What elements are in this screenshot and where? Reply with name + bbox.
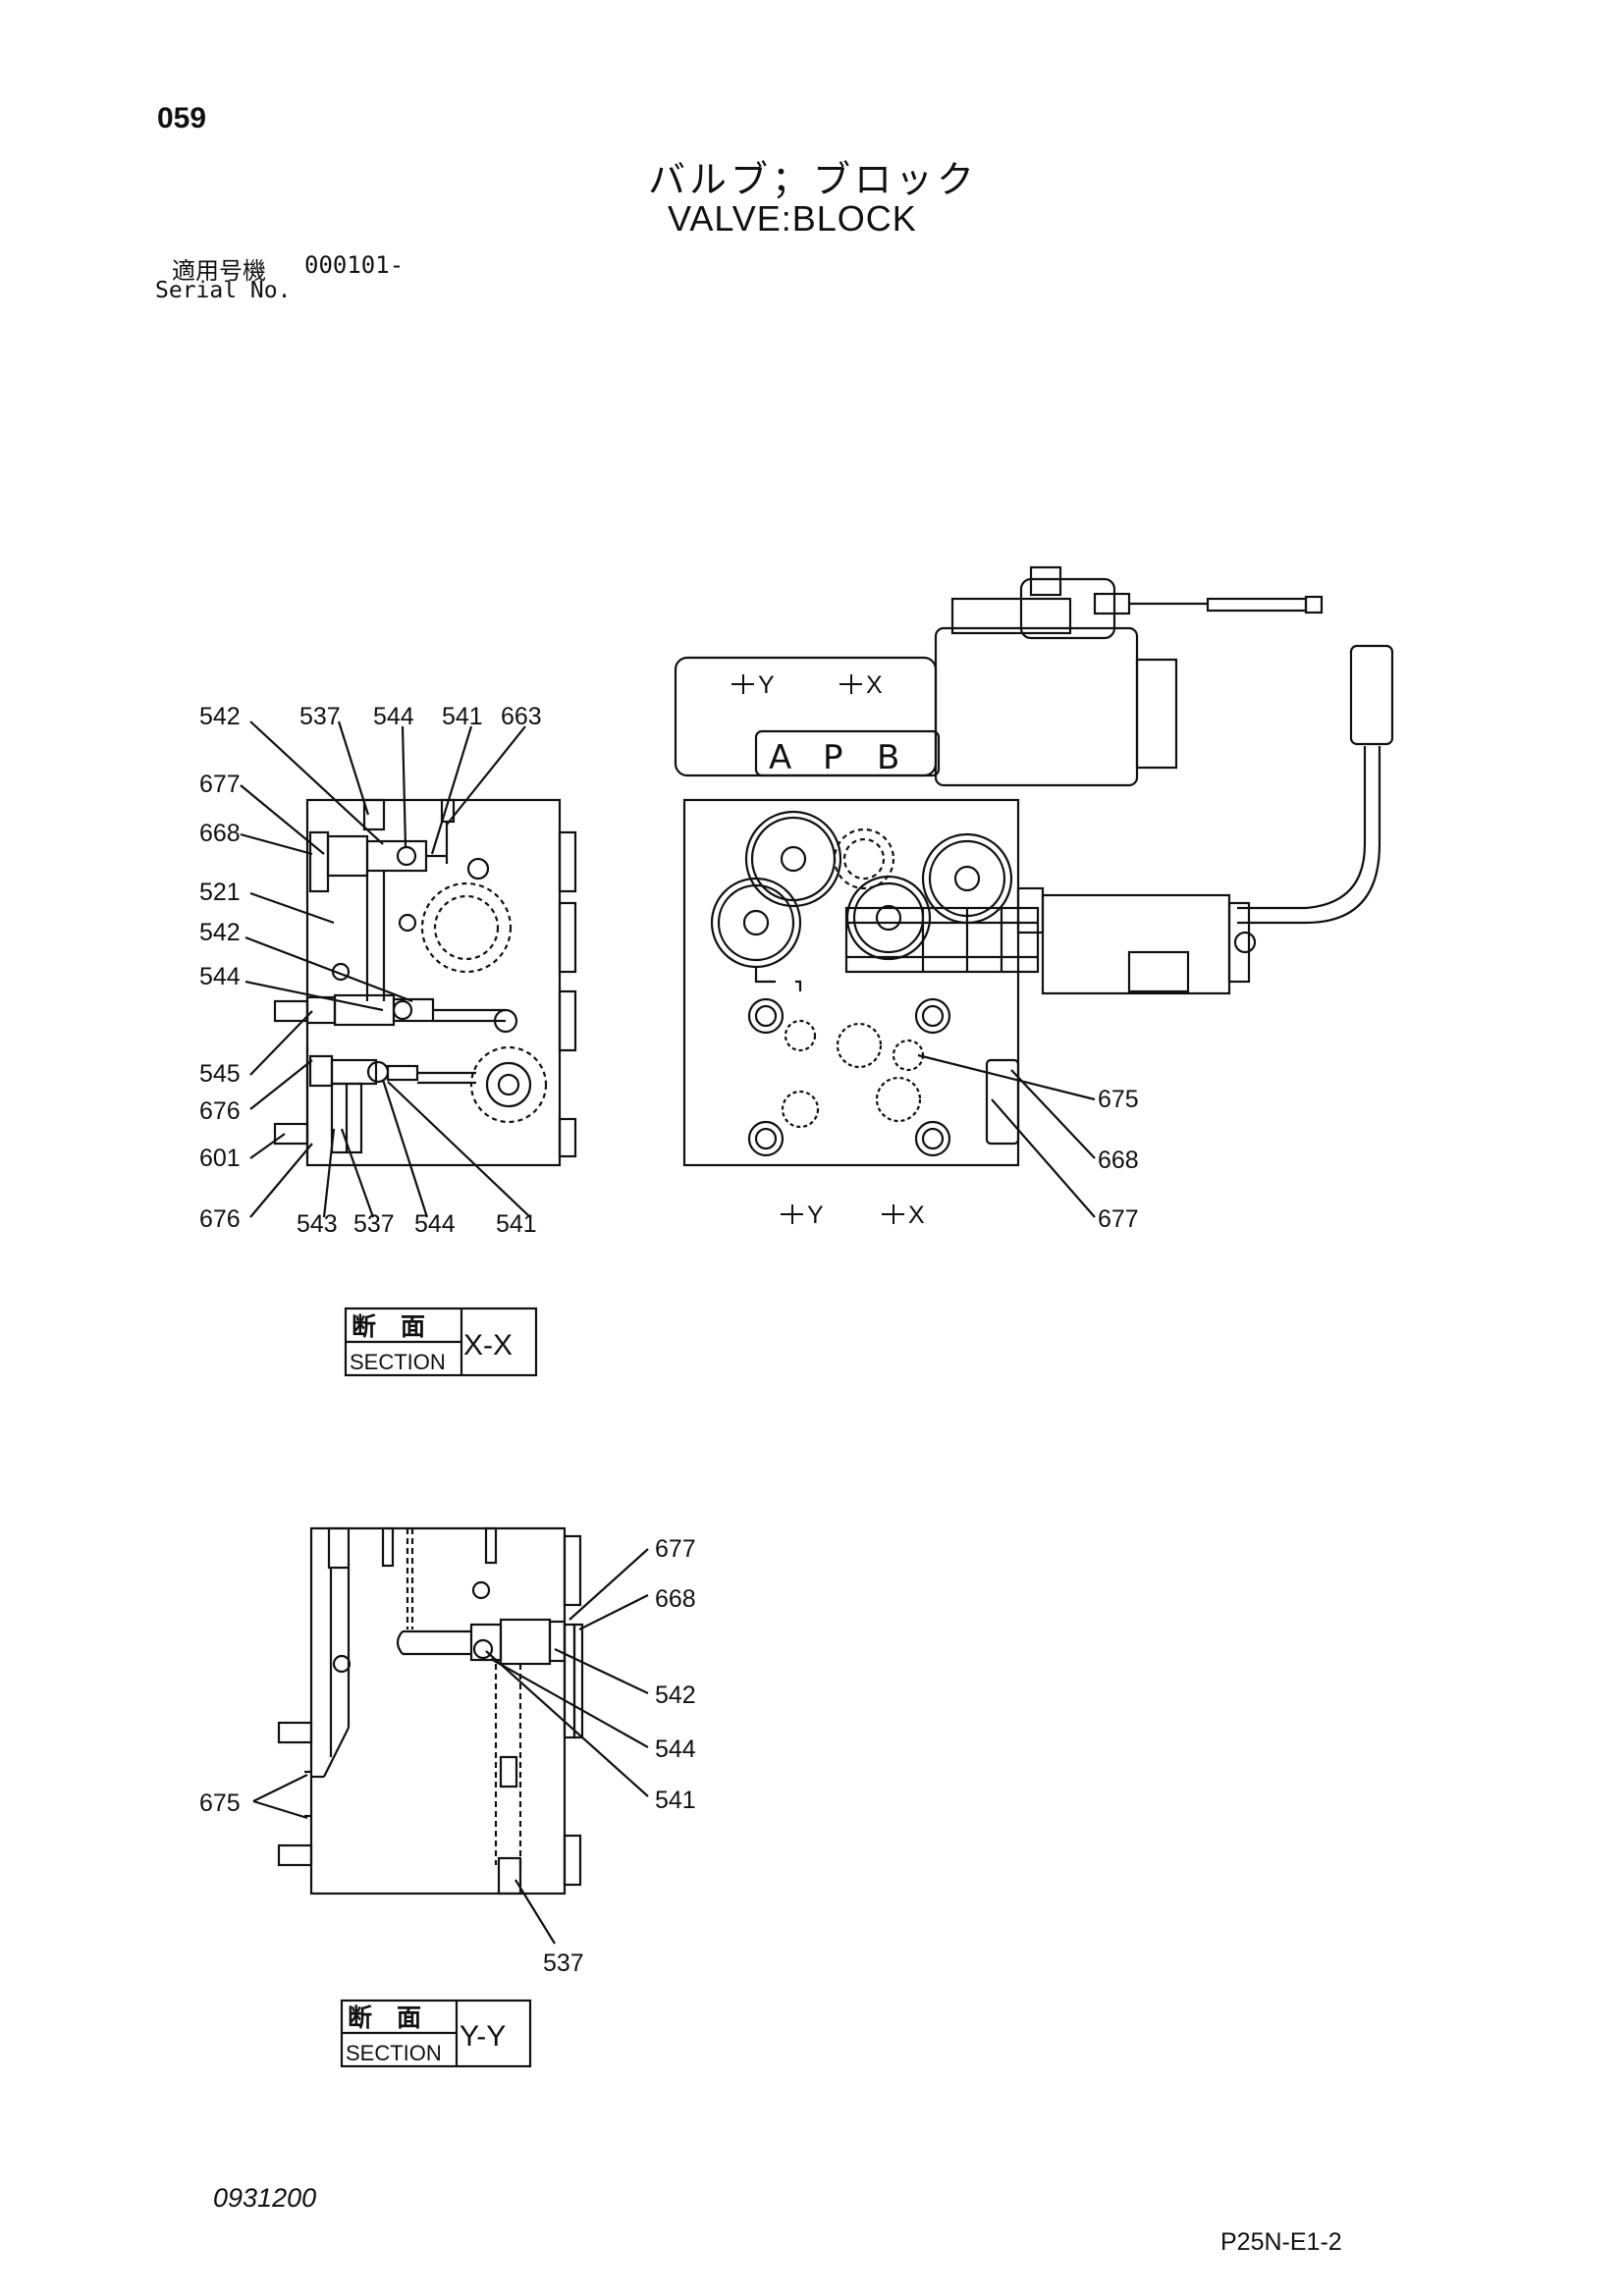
- section-yy-view: [252, 1526, 649, 1945]
- section-xx-body: [305, 798, 562, 1167]
- callout-601: 601: [199, 1145, 241, 1172]
- page-code: P25N-E1-2: [1220, 2228, 1342, 2256]
- section-yy-label-en: SECTION: [346, 2041, 442, 2065]
- section-xx-view: [240, 721, 577, 1218]
- callout-544-a: 544: [373, 703, 414, 730]
- serial-label-japanese: 適用号機: [172, 257, 266, 285]
- callout-542-b: 542: [199, 919, 241, 946]
- callout-543: 543: [297, 1210, 338, 1238]
- callout-537-c: 537: [543, 1949, 584, 1977]
- serial-label-english: Serial No.: [155, 278, 292, 303]
- callout-537-b: 537: [353, 1210, 395, 1238]
- callout-521: 521: [199, 879, 241, 906]
- callout-541-a: 541: [442, 703, 483, 730]
- callout-663: 663: [501, 703, 542, 730]
- section-xx-label-jp: 断 面: [352, 1312, 425, 1341]
- section-yy-id: Y-Y: [460, 2020, 506, 2053]
- callout-537-a: 537: [299, 703, 341, 730]
- title-japanese: バルブ；ブロック: [648, 158, 979, 201]
- cut-mark-x-bottom: X: [908, 1201, 925, 1229]
- callout-676-b: 676: [199, 1205, 241, 1233]
- callout-541-b: 541: [496, 1210, 537, 1238]
- cut-mark-x-top: X: [866, 671, 883, 699]
- callout-677-b: 677: [1098, 1205, 1139, 1233]
- top-view: [674, 565, 1394, 1218]
- apb-plate: [754, 729, 941, 777]
- page-number: 059: [157, 102, 207, 134]
- section-xx-id: X-X: [463, 1329, 513, 1362]
- callout-675-b: 675: [199, 1789, 241, 1817]
- callout-668-a: 668: [199, 820, 241, 847]
- valve-stamp-b: B: [877, 738, 899, 777]
- callout-542-c: 542: [655, 1682, 696, 1709]
- callout-676-a: 676: [199, 1097, 241, 1125]
- callout-668-c: 668: [655, 1585, 696, 1613]
- callout-677-c: 677: [655, 1535, 696, 1563]
- title-english: VALVE:BLOCK: [668, 198, 917, 239]
- callout-541-c: 541: [655, 1787, 696, 1814]
- top-view-block: [682, 798, 1020, 1167]
- callout-668-b: 668: [1098, 1147, 1139, 1174]
- callout-544-d: 544: [655, 1735, 696, 1763]
- document-code: 0931200: [213, 2183, 317, 2213]
- serial-value: 000101-: [304, 251, 405, 279]
- cut-mark-y-bottom: Y: [807, 1201, 824, 1229]
- callout-677-a: 677: [199, 771, 241, 798]
- callout-675-a: 675: [1098, 1086, 1139, 1113]
- section-yy-label-jp: 断 面: [348, 2003, 421, 2032]
- valve-stamp-a: A: [769, 738, 791, 777]
- cut-mark-y-top: Y: [758, 671, 775, 699]
- callout-542-a: 542: [199, 703, 241, 730]
- valve-stamp-p: P: [823, 738, 843, 777]
- section-xx-label-en: SECTION: [350, 1350, 446, 1374]
- callout-544-b: 544: [199, 963, 241, 990]
- callout-544-c: 544: [414, 1210, 456, 1238]
- callout-545: 545: [199, 1060, 241, 1088]
